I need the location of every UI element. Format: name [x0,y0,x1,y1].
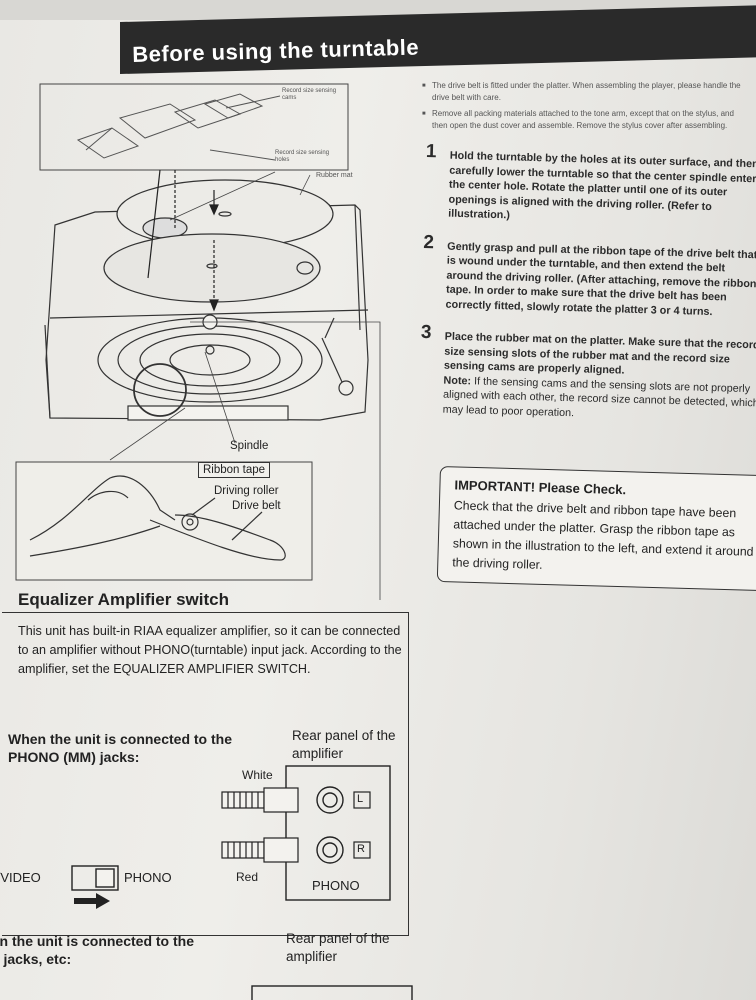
important-text: Check that the drive belt and ribbon tap… [452,498,754,572]
label-record-size-cams: Record size sensing cams [282,88,337,101]
amplifier-panel-2 [251,985,413,1000]
r-box [353,841,371,859]
assembly-steps: 1 Hold the turntable by the holes at its… [418,141,756,443]
step-1: 1 Hold the turntable by the holes at its… [424,141,756,230]
rear-panel-label-2: Rear panel of the amplifier [286,931,390,964]
label-switch-aux: AUX/VIDEO [0,870,41,885]
connection-diagram [71,765,413,1000]
rear-panel-label: Rear panel of the amplifier [292,728,396,761]
aux-case-heading: When the unit is connected to the AUX ja… [0,933,194,967]
note-label: Note: [443,374,472,387]
hand-pulling-ribbon [29,475,286,561]
note-item: Remove all packing materials attached to… [422,108,742,132]
step-2: 2 Gently grasp and pull at the ribbon ta… [421,231,756,320]
label-red: Red [236,870,259,884]
turntable-illustration [15,83,381,600]
equalizer-title: Equalizer Amplifier switch [18,590,229,609]
assembly-arrows [147,169,219,312]
amplifier-panel [285,765,391,901]
equalizer-box [2,612,409,936]
label-phono-jack: PHONO [312,878,360,893]
label-l: L [357,793,364,805]
note-item: The drive belt is fitted under the platt… [422,80,742,104]
white-plug [221,787,299,813]
step-number: 3 [420,321,432,344]
red-plug [221,837,299,863]
sensing-cams-drawing [76,93,281,161]
equalizer-description: This unit has built-in RIAA equalizer am… [18,624,402,676]
label-switch-phono: PHONO [124,870,172,885]
label-ribbon-tape: Ribbon tape [198,462,271,478]
callout-lines [109,171,381,600]
step-number: 1 [425,141,437,163]
l-box [353,791,371,809]
label-spindle: Spindle [230,440,269,452]
label-white: White [242,768,273,782]
tone-arm [321,317,354,396]
step-number: 2 [423,231,435,253]
precaution-notes: The drive belt is fitted under the platt… [422,80,742,136]
phono-case-heading: When the unit is connected to the PHONO … [8,731,232,765]
rca-jacks [316,786,344,864]
ribbon-tape-inset-box [15,461,313,581]
step-3: 3 Place the rubber mat on the platter. M… [419,321,756,425]
step-text: Place the rubber mat on the platter. Mak… [443,330,756,377]
cam-inset-box [39,83,349,171]
label-drive-belt: Drive belt [232,500,281,512]
step-text: Gently grasp and pull at the ribbon tape… [445,240,756,318]
label-driving-roller: Driving roller [214,485,279,497]
label-rubber-mat: Rubber mat [316,172,353,179]
switch-arrow-icon [74,893,110,909]
important-box: IMPORTANT! Please Check. Check that the … [436,466,756,592]
note-text: If the sensing cams and the sensing slot… [442,374,756,419]
step-text: Hold the turntable by the holes at its o… [448,149,756,222]
eq-switch [71,865,119,891]
label-r: R [357,843,365,855]
label-record-size-holes: Record size sensing holes [275,150,330,163]
